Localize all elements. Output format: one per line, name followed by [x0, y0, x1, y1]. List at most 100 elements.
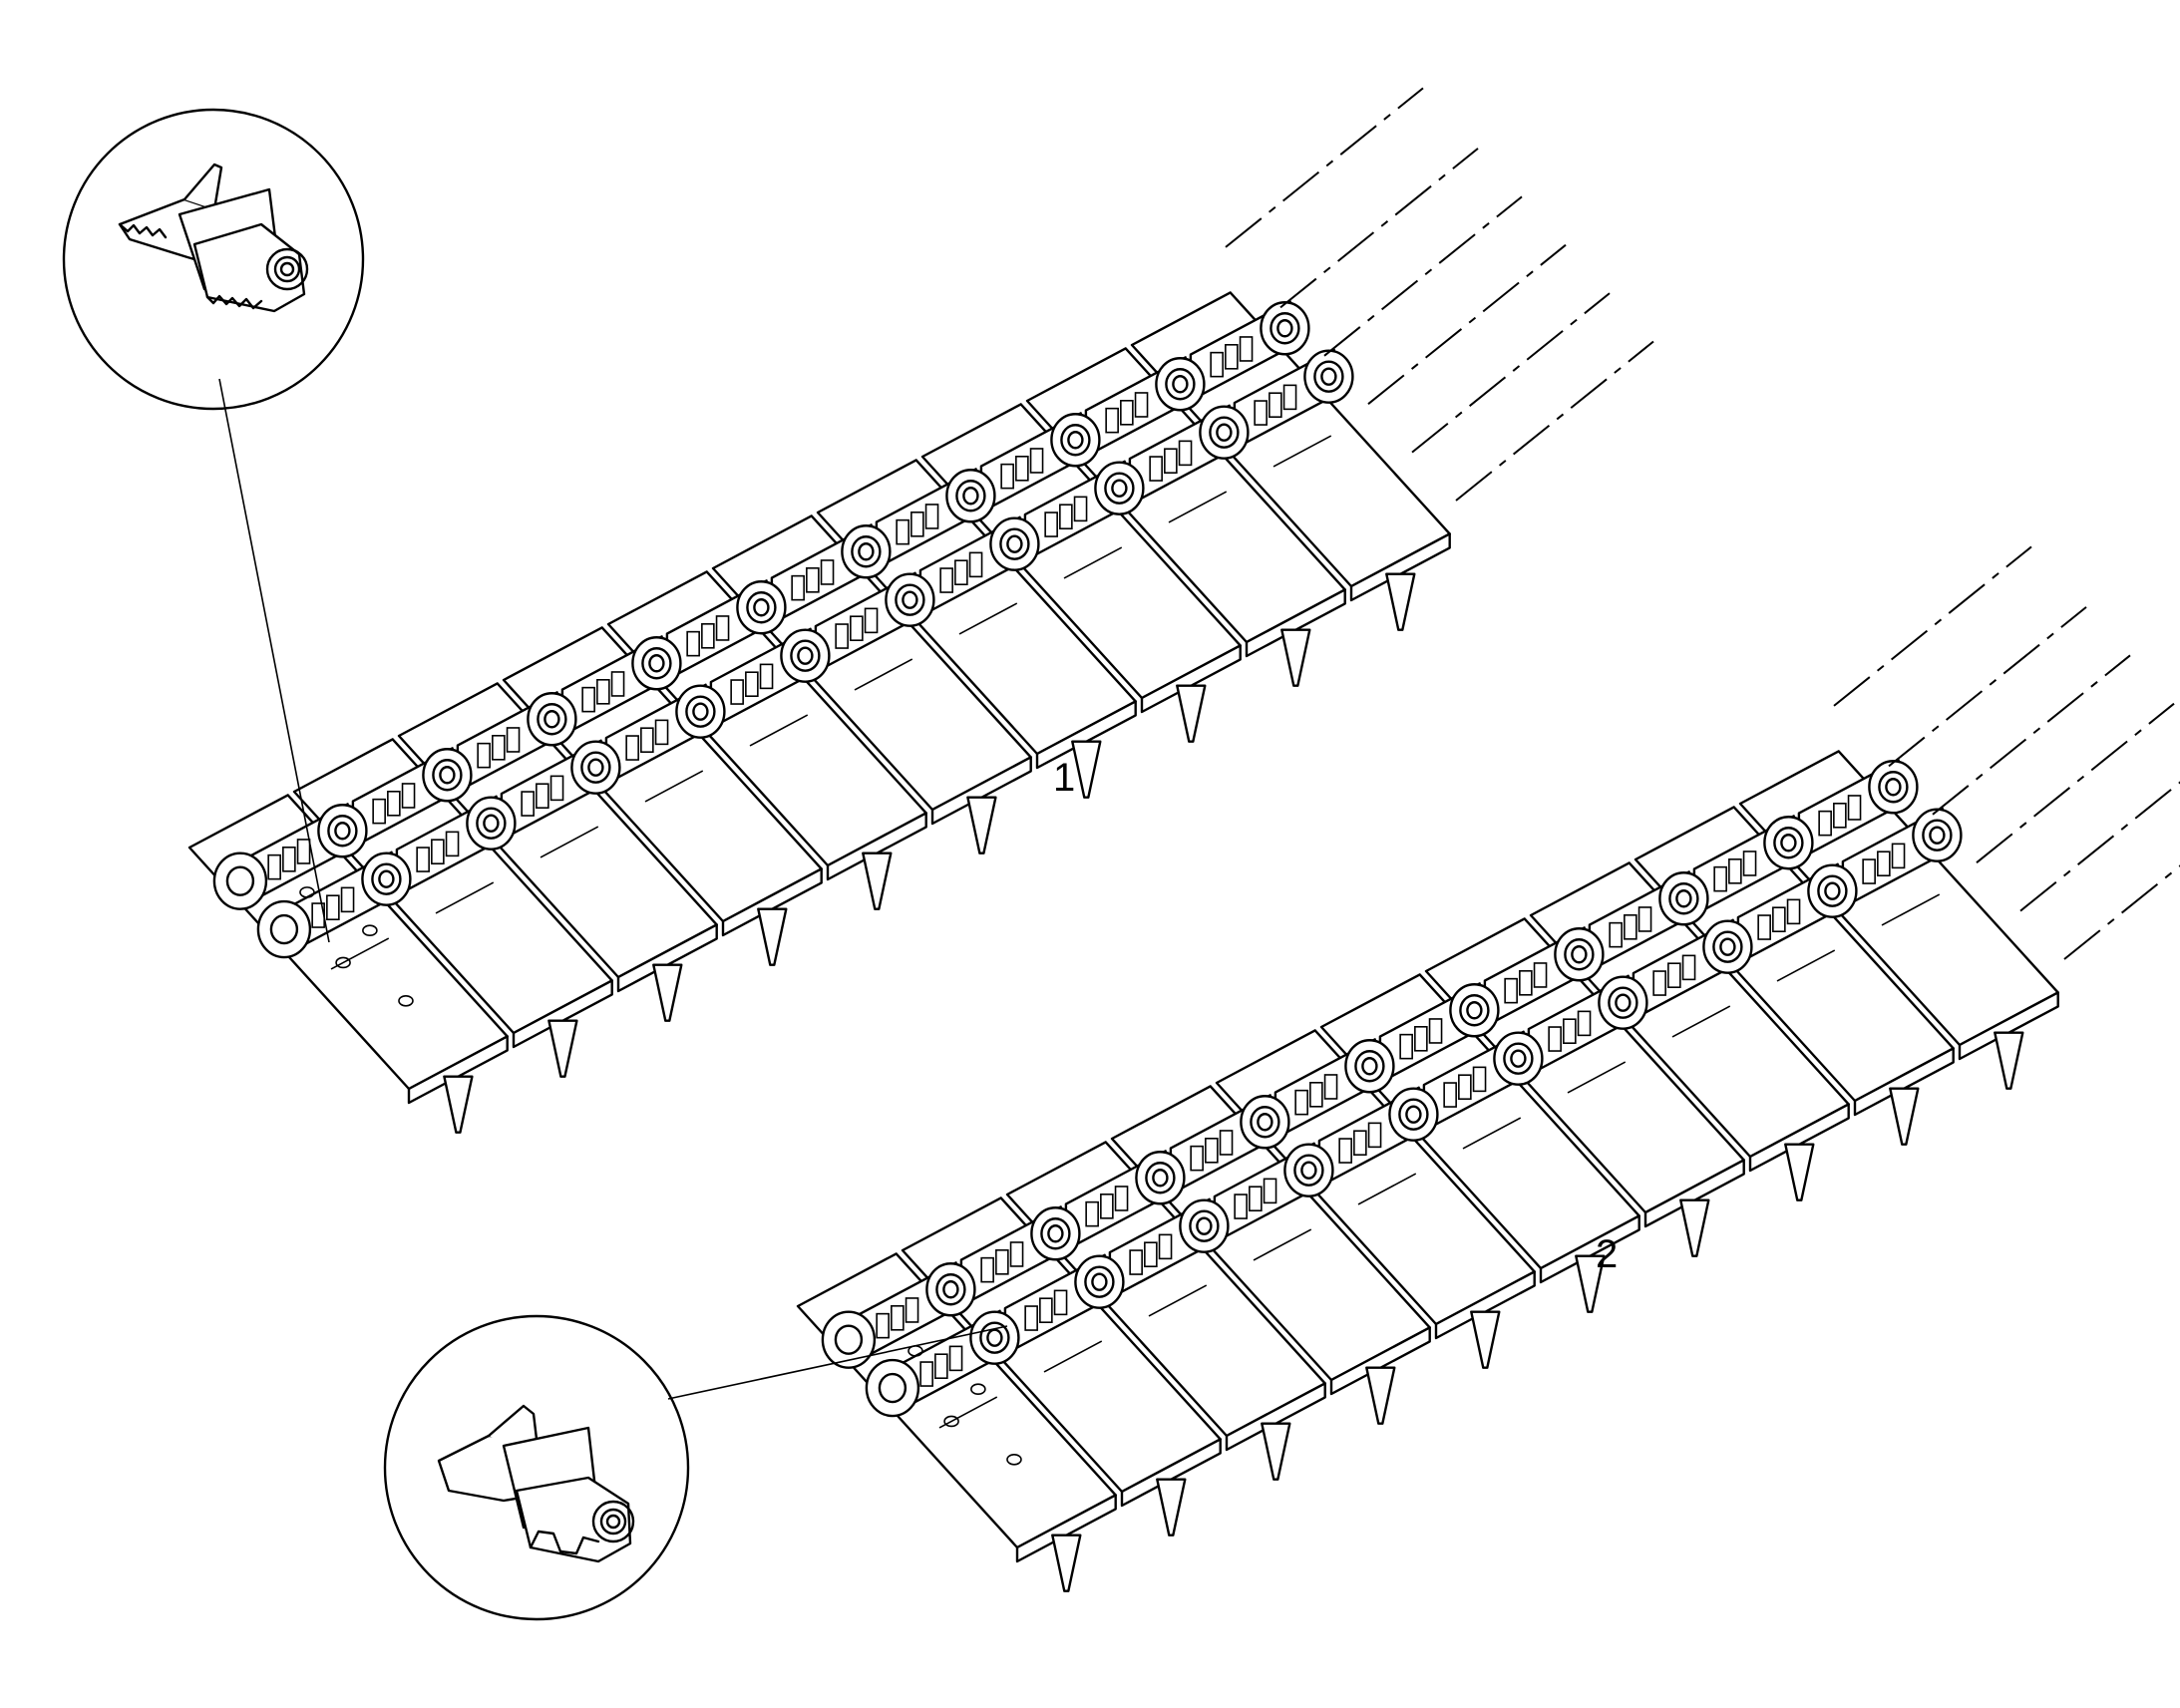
link-window — [910, 511, 924, 537]
link-pin-center — [1111, 479, 1128, 498]
link-pin-center — [1196, 1216, 1213, 1235]
shoe-ridge — [644, 770, 704, 803]
link-window — [1029, 448, 1044, 474]
link-window — [1190, 1145, 1204, 1172]
grouser-tooth — [1889, 1087, 1920, 1146]
link-window — [1282, 384, 1297, 411]
link-window — [1818, 810, 1832, 837]
link-pin — [1104, 472, 1135, 505]
chain-link — [1588, 870, 1709, 972]
link-window — [1053, 1289, 1068, 1316]
link-pin — [1712, 930, 1743, 963]
link-pin — [1668, 882, 1699, 915]
link-window — [1024, 1305, 1038, 1331]
rail-end-bushing — [212, 852, 268, 910]
link-pin-boss — [969, 1310, 1020, 1365]
shoe-edge — [1748, 1103, 1850, 1173]
link-window — [1353, 1130, 1367, 1156]
link-pin-boss — [925, 1262, 976, 1317]
link-pin — [1313, 360, 1344, 393]
grouser-tooth — [1365, 1366, 1396, 1425]
link-pin-center — [858, 542, 875, 561]
link-window — [1044, 512, 1058, 537]
shoe-edge — [1245, 588, 1346, 658]
link-window — [492, 734, 506, 761]
link-window — [791, 574, 805, 601]
link-window — [1504, 977, 1518, 1004]
link-pin-center — [1466, 1001, 1483, 1020]
link-window — [1225, 343, 1239, 370]
link-pin-center — [797, 646, 814, 665]
chain-link — [1064, 1150, 1186, 1251]
continuation-line — [1976, 702, 2175, 863]
link-pin — [1503, 1042, 1534, 1075]
link-pin — [999, 527, 1030, 560]
link-pin-center — [1615, 993, 1632, 1012]
shoe-edge — [1140, 644, 1242, 714]
rail-end-bore — [834, 1324, 864, 1355]
link-pin-boss — [422, 748, 473, 803]
link-window — [401, 783, 416, 809]
link-window — [1862, 858, 1876, 884]
link-window — [954, 559, 968, 586]
shoe-ridge — [540, 826, 599, 858]
bolt-hole — [398, 994, 414, 1007]
link-pin-center — [1257, 1113, 1273, 1132]
chain-link — [855, 1261, 976, 1363]
link-pin-boss — [631, 636, 682, 691]
link-pin-center — [1152, 1169, 1169, 1188]
link-pin — [1270, 312, 1300, 345]
link-window — [1249, 1186, 1263, 1211]
rail-end-bushing — [865, 1358, 920, 1418]
link-pin-boss — [1050, 413, 1101, 468]
chain-link — [1422, 1030, 1544, 1133]
link-pin — [685, 695, 716, 728]
grouser-tooth — [1784, 1143, 1815, 1201]
link-pin-center — [483, 814, 500, 833]
link-pin-boss — [527, 692, 577, 747]
link-window — [1533, 962, 1548, 988]
link-window — [1263, 1178, 1277, 1204]
shoe-ridge — [1881, 893, 1941, 926]
continuation-line — [2063, 864, 2180, 960]
link-pin — [1773, 827, 1804, 859]
link-pin-center — [1067, 431, 1084, 450]
link-window — [1786, 898, 1801, 925]
link-pin-boss — [1283, 1143, 1334, 1197]
detail-circle-bottom — [383, 1314, 1008, 1621]
link-pin — [476, 807, 507, 840]
chain-link — [456, 691, 577, 793]
link-pin-center — [1824, 881, 1841, 900]
link-pin-boss — [780, 628, 831, 683]
shoe-edge — [1349, 532, 1451, 602]
link-pin-boss — [1344, 1039, 1395, 1094]
link-pin-center — [1719, 937, 1736, 956]
link-window — [521, 791, 535, 817]
link-pin — [1354, 1050, 1385, 1083]
shoe-edge — [1035, 700, 1137, 770]
link-window — [1548, 1026, 1562, 1052]
link-pin — [1040, 1217, 1071, 1250]
grouser-tooth — [443, 1075, 474, 1134]
continuation-line — [1367, 243, 1567, 405]
link-pin-center — [1172, 375, 1189, 394]
link-window — [686, 630, 700, 657]
link-window — [1144, 1241, 1158, 1267]
link-pin-boss — [1199, 405, 1250, 460]
link-pin — [371, 862, 402, 895]
link-pin — [580, 751, 611, 784]
link-pin-center — [1361, 1057, 1378, 1076]
grouser-tooth — [1575, 1254, 1606, 1313]
link-pin-center — [1216, 423, 1233, 442]
chain-link — [814, 571, 935, 674]
link-pin-boss — [1135, 1151, 1186, 1205]
link-pin-boss — [1179, 1198, 1230, 1253]
link-pin — [935, 1273, 966, 1306]
link-pin-boss — [1868, 760, 1919, 815]
link-pin-center — [1571, 945, 1588, 964]
link-window — [549, 775, 564, 802]
link-window — [1309, 1082, 1323, 1108]
continuation-line — [2019, 781, 2180, 912]
link-pin — [1060, 424, 1091, 457]
shoe-edge — [1434, 1270, 1536, 1340]
